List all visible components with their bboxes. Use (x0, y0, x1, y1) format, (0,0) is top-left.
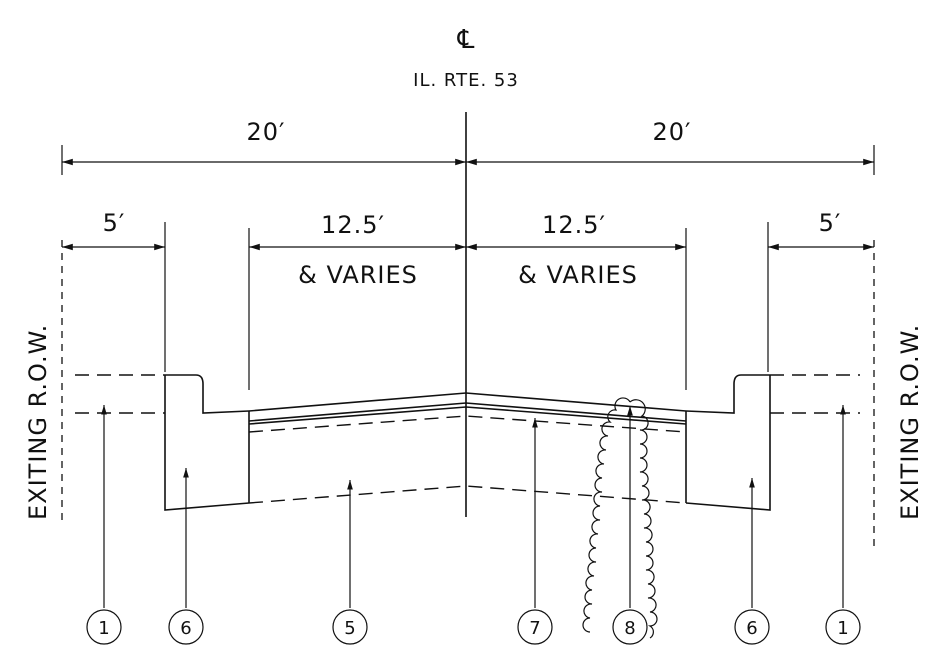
callout-bubble-6-left: 6 (168, 609, 204, 645)
dim-right-lane: 12.5′ (542, 211, 606, 239)
svg-text:8: 8 (624, 618, 635, 639)
pavement-layer-3 (248, 415, 687, 433)
callout-bubble-7: 7 (517, 609, 553, 645)
curb-right-top (685, 374, 770, 414)
svg-text:5: 5 (344, 618, 355, 639)
dim-left-lane: 12.5′ (321, 211, 385, 239)
row-label-right: EXITING R.O.W. (896, 324, 924, 520)
callout-bubble-8: 8 (612, 609, 648, 645)
subbase-bottom (248, 485, 687, 504)
svg-text:1: 1 (98, 618, 109, 639)
dim-right-parkway: 5′ (819, 209, 842, 237)
centerline-symbol: ℄ (457, 25, 475, 55)
dim-left-lane-note: & VARIES (298, 261, 418, 289)
curb-right-body (685, 375, 771, 511)
callout-bubble-6-right: 6 (734, 609, 770, 645)
dim-left-total: 20′ (247, 118, 286, 146)
svg-text:6: 6 (746, 618, 757, 639)
dim-right-lane-note: & VARIES (518, 261, 638, 289)
row-label-left: EXITING R.O.W. (24, 324, 52, 520)
svg-text:1: 1 (837, 618, 848, 639)
curb-left-body (164, 375, 250, 511)
revision-cloud-left-edge (582, 397, 631, 633)
dim-right-total: 20′ (653, 118, 692, 146)
dim-left-parkway: 5′ (103, 209, 126, 237)
curb-left-top (165, 374, 250, 414)
route-label: IL. RTE. 53 (413, 70, 519, 91)
callout-bubble-5: 5 (332, 609, 368, 645)
svg-text:6: 6 (180, 618, 191, 639)
revision-cloud-right-edge (629, 399, 658, 639)
pavement-layer-1 (248, 402, 687, 422)
callout-bubble-1-left: 1 (86, 609, 122, 645)
callout-bubble-1-right: 1 (825, 609, 861, 645)
pavement-layer-2 (248, 406, 687, 425)
pavement-surface (248, 392, 687, 412)
svg-text:7: 7 (529, 618, 540, 639)
